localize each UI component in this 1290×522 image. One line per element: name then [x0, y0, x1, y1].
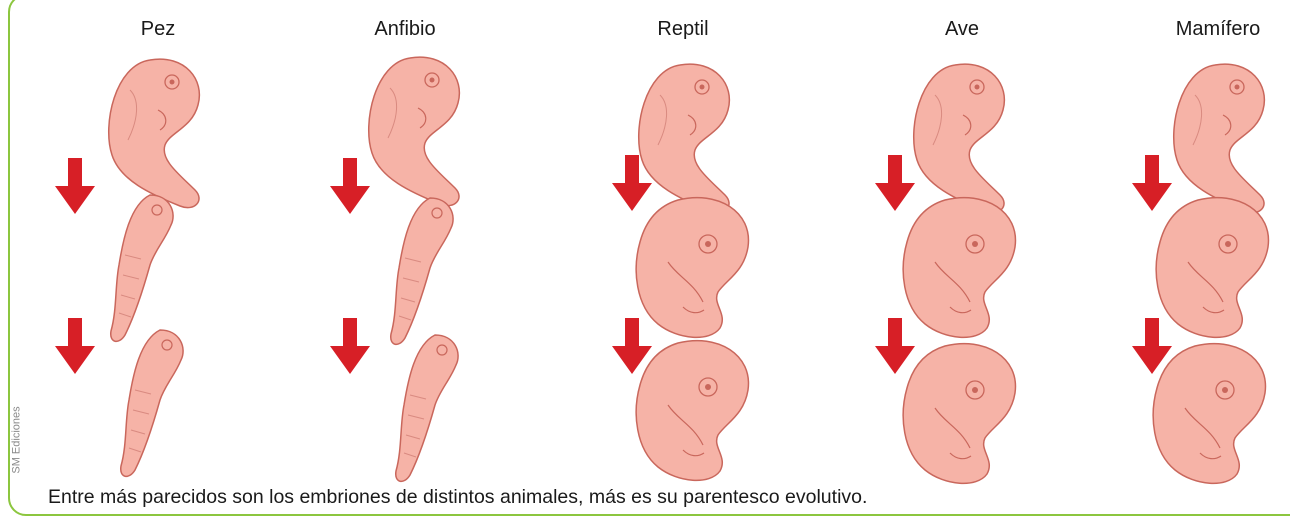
embryo-reptil-stage-3 [636, 341, 748, 481]
embryo-pez-stage-3 [121, 330, 183, 476]
arrow-down-icon [330, 158, 370, 214]
embryo-mamifero-stage-3 [1153, 344, 1265, 484]
arrow-down-icon [612, 318, 652, 374]
embryo-mamifero-stage-1 [1174, 64, 1265, 212]
arrow-down-icon [875, 318, 915, 374]
arrow-down-icon [330, 318, 370, 374]
embryo-pez-stage-1 [109, 59, 200, 207]
embryo-ave-stage-1 [914, 64, 1005, 212]
arrow-down-icon [875, 155, 915, 211]
arrow-down-icon [55, 158, 95, 214]
arrow-down-icon [55, 318, 95, 374]
embryo-mamifero-stage-2 [1156, 198, 1268, 338]
arrow-down-icon [1132, 318, 1172, 374]
embryo-ave-stage-3 [903, 344, 1015, 484]
embryo-anfibio-stage-2 [391, 198, 453, 344]
embryo-reptil-stage-1 [639, 64, 730, 212]
arrow-down-icon [1132, 155, 1172, 211]
embryo-anfibio-stage-1 [369, 57, 460, 205]
embryo-reptil-stage-2 [636, 198, 748, 338]
embryo-anfibio-stage-3 [396, 335, 458, 481]
embryo-pez-stage-2 [111, 195, 173, 341]
figure-caption: Entre más parecidos son los embriones de… [48, 486, 867, 509]
embryo-ave-stage-2 [903, 198, 1015, 338]
